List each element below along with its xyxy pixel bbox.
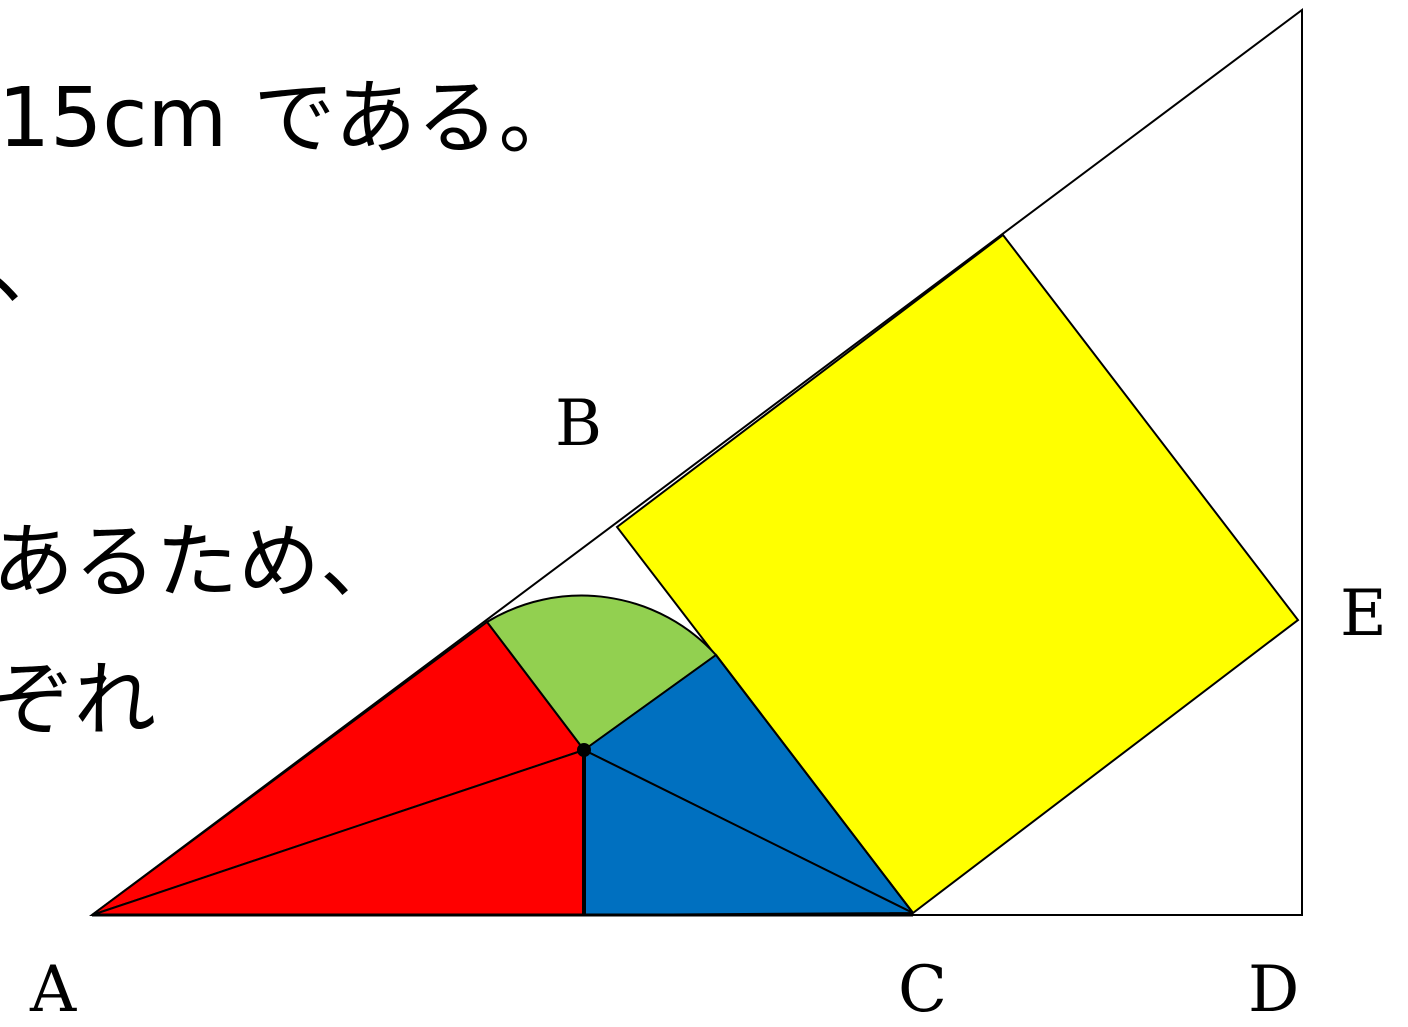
label-b: B (555, 387, 603, 461)
label-d: D (1248, 953, 1300, 1027)
green-sector (485, 594, 718, 752)
center-point (577, 743, 591, 757)
label-a: A (30, 953, 77, 1027)
problem-text-line-1: 15cm である。 (0, 71, 581, 166)
label-c: C (898, 953, 947, 1027)
problem-text-line-2: 、 (0, 228, 72, 310)
problem-text-line-3: あるため、 (0, 515, 403, 610)
segment-to-c (715, 654, 914, 914)
problem-text-line-4: ぞれ (0, 653, 157, 748)
label-e: E (1340, 577, 1387, 651)
